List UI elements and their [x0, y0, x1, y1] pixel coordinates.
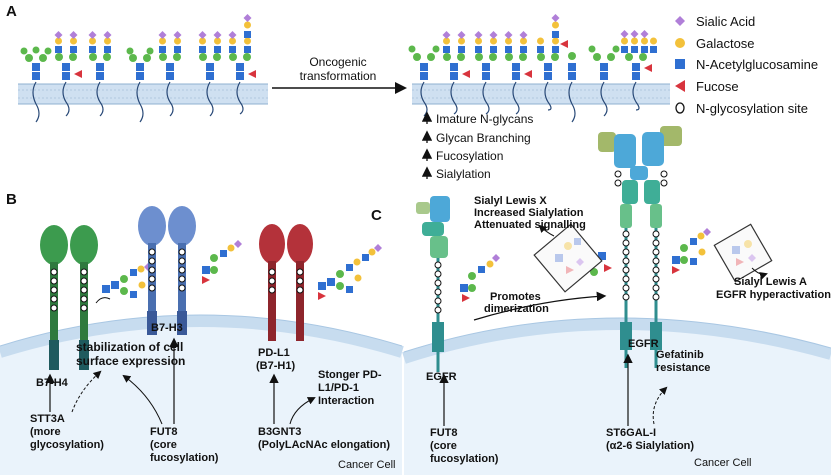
pdl1-interaction-label-1: Stonger PD-: [318, 369, 382, 381]
sialyl-x-label-3: Attenuated signalling: [474, 219, 586, 231]
membrane-right-a: [412, 83, 670, 105]
glycan-tree: [588, 45, 620, 117]
egfr-dimer-label: EGFR: [628, 338, 659, 350]
sialyl-a-label-1: Sialyl Lewis A: [734, 276, 807, 288]
glycan-tree: [442, 31, 470, 115]
transformation-label-1: Oncogenic: [309, 55, 366, 69]
sialyl-x-label-1: Sialyl Lewis X: [474, 195, 547, 207]
glycan-tree: [54, 31, 82, 117]
ring-icon: [675, 102, 685, 114]
changes-list: Imature N-glycans Glycan Branching Fucos…: [421, 111, 533, 181]
glycan-tree: [318, 244, 382, 300]
transformation-label-2: transformation: [300, 69, 377, 83]
change-item: Fucosylation: [436, 149, 503, 163]
arrow: [289, 397, 316, 425]
b3gnt3-label-1: B3GNT3: [258, 426, 301, 438]
change-item: Sialylation: [436, 167, 491, 181]
promotes-label-1: Promotes: [490, 291, 541, 303]
legend-label-sialic-acid: Sialic Acid: [696, 14, 755, 29]
sialyl-lewis-x-glycan-box: [533, 223, 603, 293]
glycan-tree: [158, 31, 182, 117]
stabilization-label-2: surface expression: [76, 354, 185, 368]
pdl1-label-2: (B7-H1): [256, 360, 295, 372]
promotes-label-2: dimerization: [484, 303, 549, 315]
legend-label-fucose: Fucose: [696, 79, 739, 94]
b7h3-receptor: [138, 206, 196, 335]
glycan-tree: [504, 31, 532, 115]
b3gnt3-label-2: (PolyLAcNAc elongation): [258, 439, 390, 451]
glycan-tree: [126, 47, 154, 123]
gefitinib-label-2: resistance: [656, 362, 710, 374]
panel-b-letter: B: [6, 191, 17, 208]
glycan-tree: [672, 228, 711, 274]
stabilization-label-1: stabilization of cell: [76, 340, 183, 354]
b7h4-receptor: [40, 225, 98, 370]
fut8-c-label-2: (core: [430, 440, 457, 452]
b7h3-label: B7-H3: [151, 322, 183, 334]
glycan-tree: [202, 240, 242, 284]
glycan-tree: [460, 254, 500, 302]
cancer-cell-c-label: Cancer Cell: [694, 457, 751, 469]
glycan-tree: [620, 30, 657, 111]
pdl1-interaction-label-2: L1/PD-1: [318, 382, 359, 394]
arrow: [122, 374, 163, 425]
egfr-monomer-label: EGFR: [426, 371, 457, 383]
diamond-icon: [675, 16, 685, 26]
sialyl-lewis-a-glycan-box: [713, 223, 773, 283]
change-item: Imature N-glycans: [436, 112, 533, 126]
dimerization-arrow: [473, 291, 607, 321]
glycan-tree: [568, 52, 576, 123]
panel-c-letter: C: [371, 207, 382, 224]
gefitinib-label-1: Gefatinib: [656, 349, 704, 361]
fut8-b-label-3: fucosylation): [150, 452, 219, 464]
cell-c: [402, 317, 831, 475]
fut8-b-label-2: (core: [150, 439, 177, 451]
cancer-cell-b-label: Cancer Cell: [338, 459, 395, 471]
legend-label-glycosylation-site: N-glycosylation site: [696, 101, 808, 116]
fut8-c-label-3: fucosylation): [430, 453, 499, 465]
fut8-c-label-1: FUT8: [430, 427, 458, 439]
arrow: [538, 224, 555, 237]
legend-label-glcnac: N-Acetylglucosamine: [696, 57, 818, 72]
glycan-tree: [408, 45, 440, 117]
circle-icon: [675, 38, 685, 48]
triangle-icon: [675, 80, 685, 92]
st6gal-label-1: ST6GAL-I: [606, 427, 656, 439]
arrow: [751, 267, 768, 280]
sialyl-a-label-2: EGFR hyperactivation: [716, 289, 831, 301]
egfr-dimer: [598, 126, 682, 368]
pdl1-label-1: PD-L1: [258, 347, 290, 359]
b7h4-label: B7-H4: [36, 377, 69, 389]
change-item: Glycan Branching: [436, 131, 531, 145]
stt3a-label-3: glycosylation): [30, 439, 104, 451]
panel-a-letter: A: [6, 3, 17, 20]
legend-label-galactose: Galactose: [696, 36, 755, 51]
stt3a-label-1: STT3A: [30, 413, 65, 425]
legend: Sialic Acid Galactose N-Acetylglucosamin…: [675, 14, 818, 116]
glycan-tree: [88, 31, 112, 117]
glycan-tree: [20, 46, 52, 123]
glycan-tree: [474, 31, 498, 115]
glycan-tree: [228, 14, 256, 115]
glycans-right-a: [408, 14, 657, 123]
glycan-tree: [537, 14, 568, 111]
pdl1-interaction-label-3: Interaction: [318, 395, 375, 407]
egfr-monomer: [416, 196, 450, 372]
stt3a-label-2: (more: [30, 426, 61, 438]
sialyl-x-label-2: Increased Sialylation: [474, 207, 584, 219]
st6gal-label-2: (α2-6 Sialylation): [606, 440, 694, 452]
glycans-left-a: [20, 14, 256, 123]
arrow: [652, 386, 668, 425]
glycan-tree: [95, 263, 152, 304]
glycan-tree: [198, 31, 222, 117]
fut8-b-label-1: FUT8: [150, 426, 178, 438]
pdl1-receptor: [259, 224, 313, 341]
square-icon: [675, 59, 685, 69]
membrane-left-a: [18, 83, 268, 105]
